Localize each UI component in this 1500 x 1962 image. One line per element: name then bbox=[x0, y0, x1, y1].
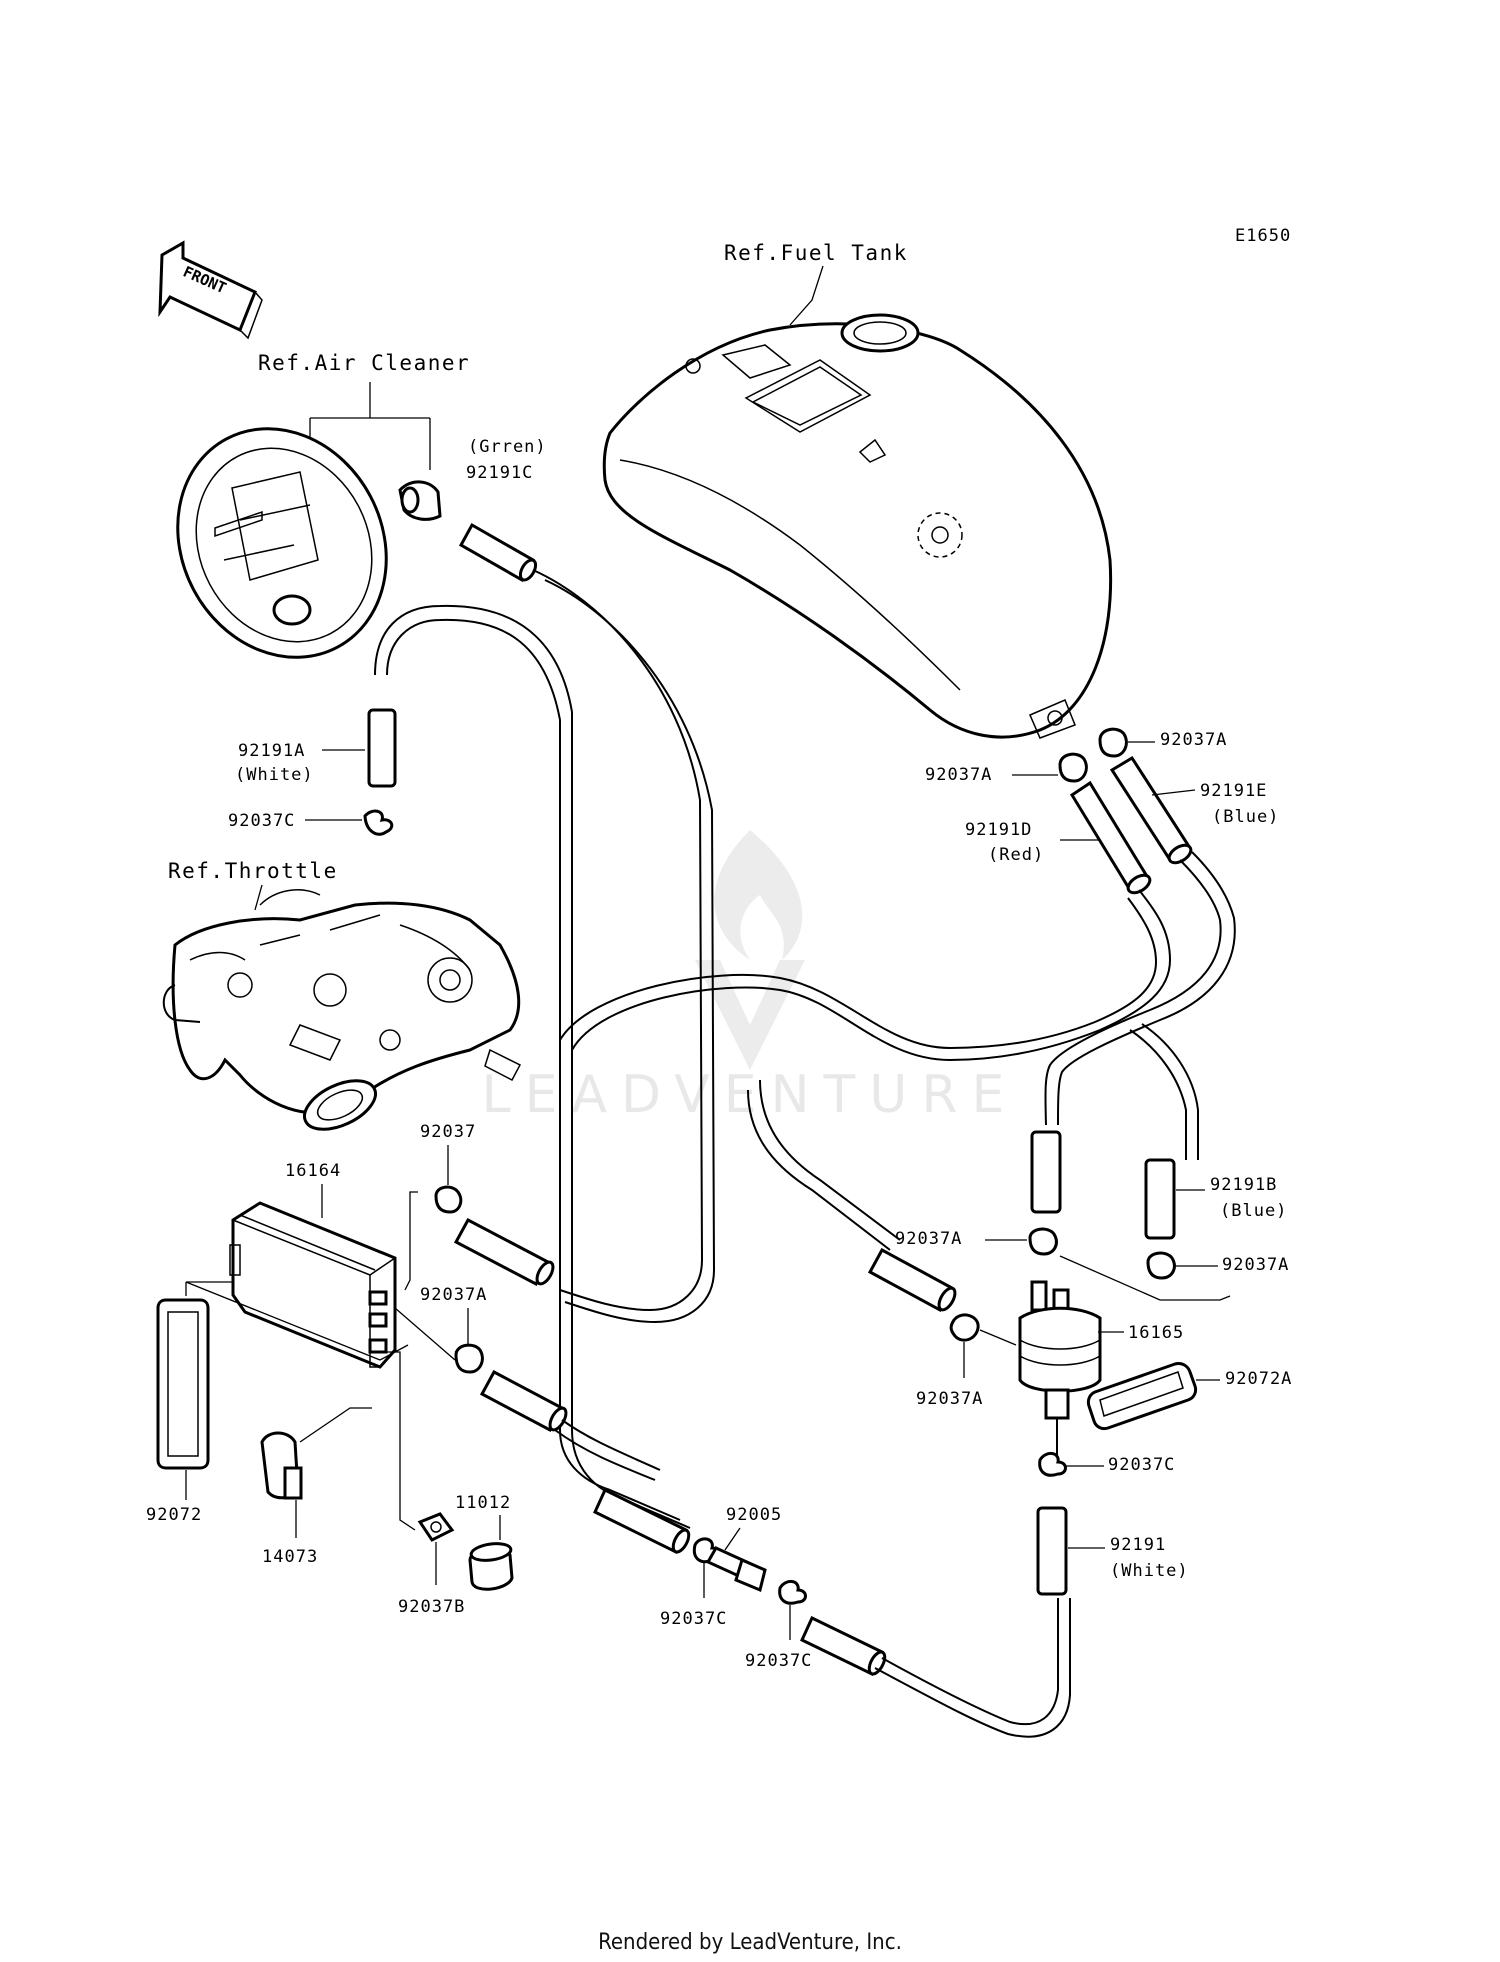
label-92037a-1: 92037A bbox=[1160, 730, 1227, 750]
fuel-filter-16165 bbox=[1018, 1280, 1102, 1420]
front-arrow-icon: FRONT bbox=[158, 240, 263, 340]
watermark: LEADVENTURE bbox=[482, 830, 1019, 1125]
hose-filter-side bbox=[867, 1247, 957, 1313]
label-92191e-color: (Blue) bbox=[1212, 807, 1279, 827]
label-92037a-6: 92037A bbox=[916, 1389, 983, 1409]
label-92037b: 92037B bbox=[398, 1597, 465, 1617]
clip-92037a-2 bbox=[1058, 752, 1088, 783]
canister-16164 bbox=[229, 1201, 397, 1369]
clip-92037 bbox=[434, 1185, 463, 1214]
label-92191c: 92191C bbox=[466, 463, 533, 483]
hose-92191e bbox=[1109, 755, 1193, 865]
hose-92191b bbox=[1144, 1158, 1176, 1240]
breather-elbow-fitting bbox=[398, 480, 442, 521]
label-92072a: 92072A bbox=[1225, 1369, 1292, 1389]
label-92037a-2: 92037A bbox=[925, 765, 992, 785]
hose-92191c bbox=[458, 522, 538, 583]
label-92191b-color: (Blue) bbox=[1220, 1201, 1287, 1221]
hose-after-fitting bbox=[800, 1615, 887, 1677]
label-92037a-3: 92037A bbox=[420, 1285, 487, 1305]
bracket-92072 bbox=[156, 1298, 210, 1470]
clip-92037a-1 bbox=[1098, 727, 1128, 758]
hose-canister-lower bbox=[479, 1369, 568, 1433]
label-16165: 16165 bbox=[1128, 1323, 1184, 1343]
clip-92037a-6 bbox=[949, 1313, 980, 1342]
label-92191b: 92191B bbox=[1210, 1175, 1277, 1195]
fuel-tank bbox=[602, 313, 1113, 739]
label-92191d: 92191D bbox=[965, 820, 1032, 840]
label-92037: 92037 bbox=[420, 1122, 476, 1142]
label-92191d-color: (Red) bbox=[988, 845, 1044, 865]
hose-filter-inlet bbox=[1030, 1130, 1062, 1214]
band-92072a bbox=[1086, 1362, 1198, 1431]
hose-92191a bbox=[367, 708, 397, 788]
label-92191a-color: (White) bbox=[235, 765, 314, 785]
fitting-92005 bbox=[705, 1546, 767, 1593]
label-92191a: 92191A bbox=[238, 741, 305, 761]
clip-92037c-1 bbox=[363, 809, 394, 836]
footer-credit: Rendered by LeadVenture, Inc. bbox=[598, 1930, 902, 1955]
clip-92037c-4 bbox=[778, 1580, 807, 1605]
label-92191-color: (White) bbox=[1110, 1561, 1189, 1581]
clip-92037b bbox=[417, 1512, 455, 1542]
label-92191e: 92191E bbox=[1200, 781, 1267, 801]
hose-canister-upper bbox=[453, 1217, 555, 1287]
label-92037c-1: 92037C bbox=[228, 811, 295, 831]
ref-throttle-label: Ref.Throttle bbox=[168, 859, 338, 883]
label-92037a-4: 92037A bbox=[895, 1229, 962, 1249]
watermark-text: LEADVENTURE bbox=[482, 1065, 1019, 1125]
clip-92037c-2 bbox=[1038, 1452, 1067, 1477]
label-92037a-5: 92037A bbox=[1222, 1255, 1289, 1275]
throttle-body bbox=[162, 889, 522, 1131]
air-cleaner-housing bbox=[176, 427, 388, 659]
label-92005: 92005 bbox=[726, 1505, 782, 1525]
label-11012: 11012 bbox=[455, 1493, 511, 1513]
label-92191c-color: (Grren) bbox=[468, 437, 547, 457]
label-92037c-4: 92037C bbox=[745, 1651, 812, 1671]
clip-92037a-5 bbox=[1146, 1251, 1176, 1280]
hose-92191d bbox=[1069, 780, 1152, 895]
cap-11012 bbox=[468, 1542, 514, 1591]
label-92037c-2: 92037C bbox=[1108, 1455, 1175, 1475]
label-92072: 92072 bbox=[146, 1505, 202, 1525]
hose-92191 bbox=[1036, 1506, 1068, 1596]
hose-to-fitting bbox=[593, 1487, 691, 1555]
diagram-code: E1650 bbox=[1235, 226, 1291, 246]
label-16164: 16164 bbox=[285, 1161, 341, 1181]
label-92037c-3: 92037C bbox=[660, 1609, 727, 1629]
ref-fuel-tank-label: Ref.Fuel Tank bbox=[724, 241, 908, 265]
clip-92037a-3 bbox=[454, 1343, 484, 1374]
cap-14073 bbox=[260, 1431, 303, 1500]
ref-air-cleaner-label: Ref.Air Cleaner bbox=[258, 351, 470, 375]
label-14073: 14073 bbox=[262, 1547, 318, 1567]
clip-92037a-4 bbox=[1028, 1227, 1058, 1256]
label-92191: 92191 bbox=[1110, 1535, 1166, 1555]
